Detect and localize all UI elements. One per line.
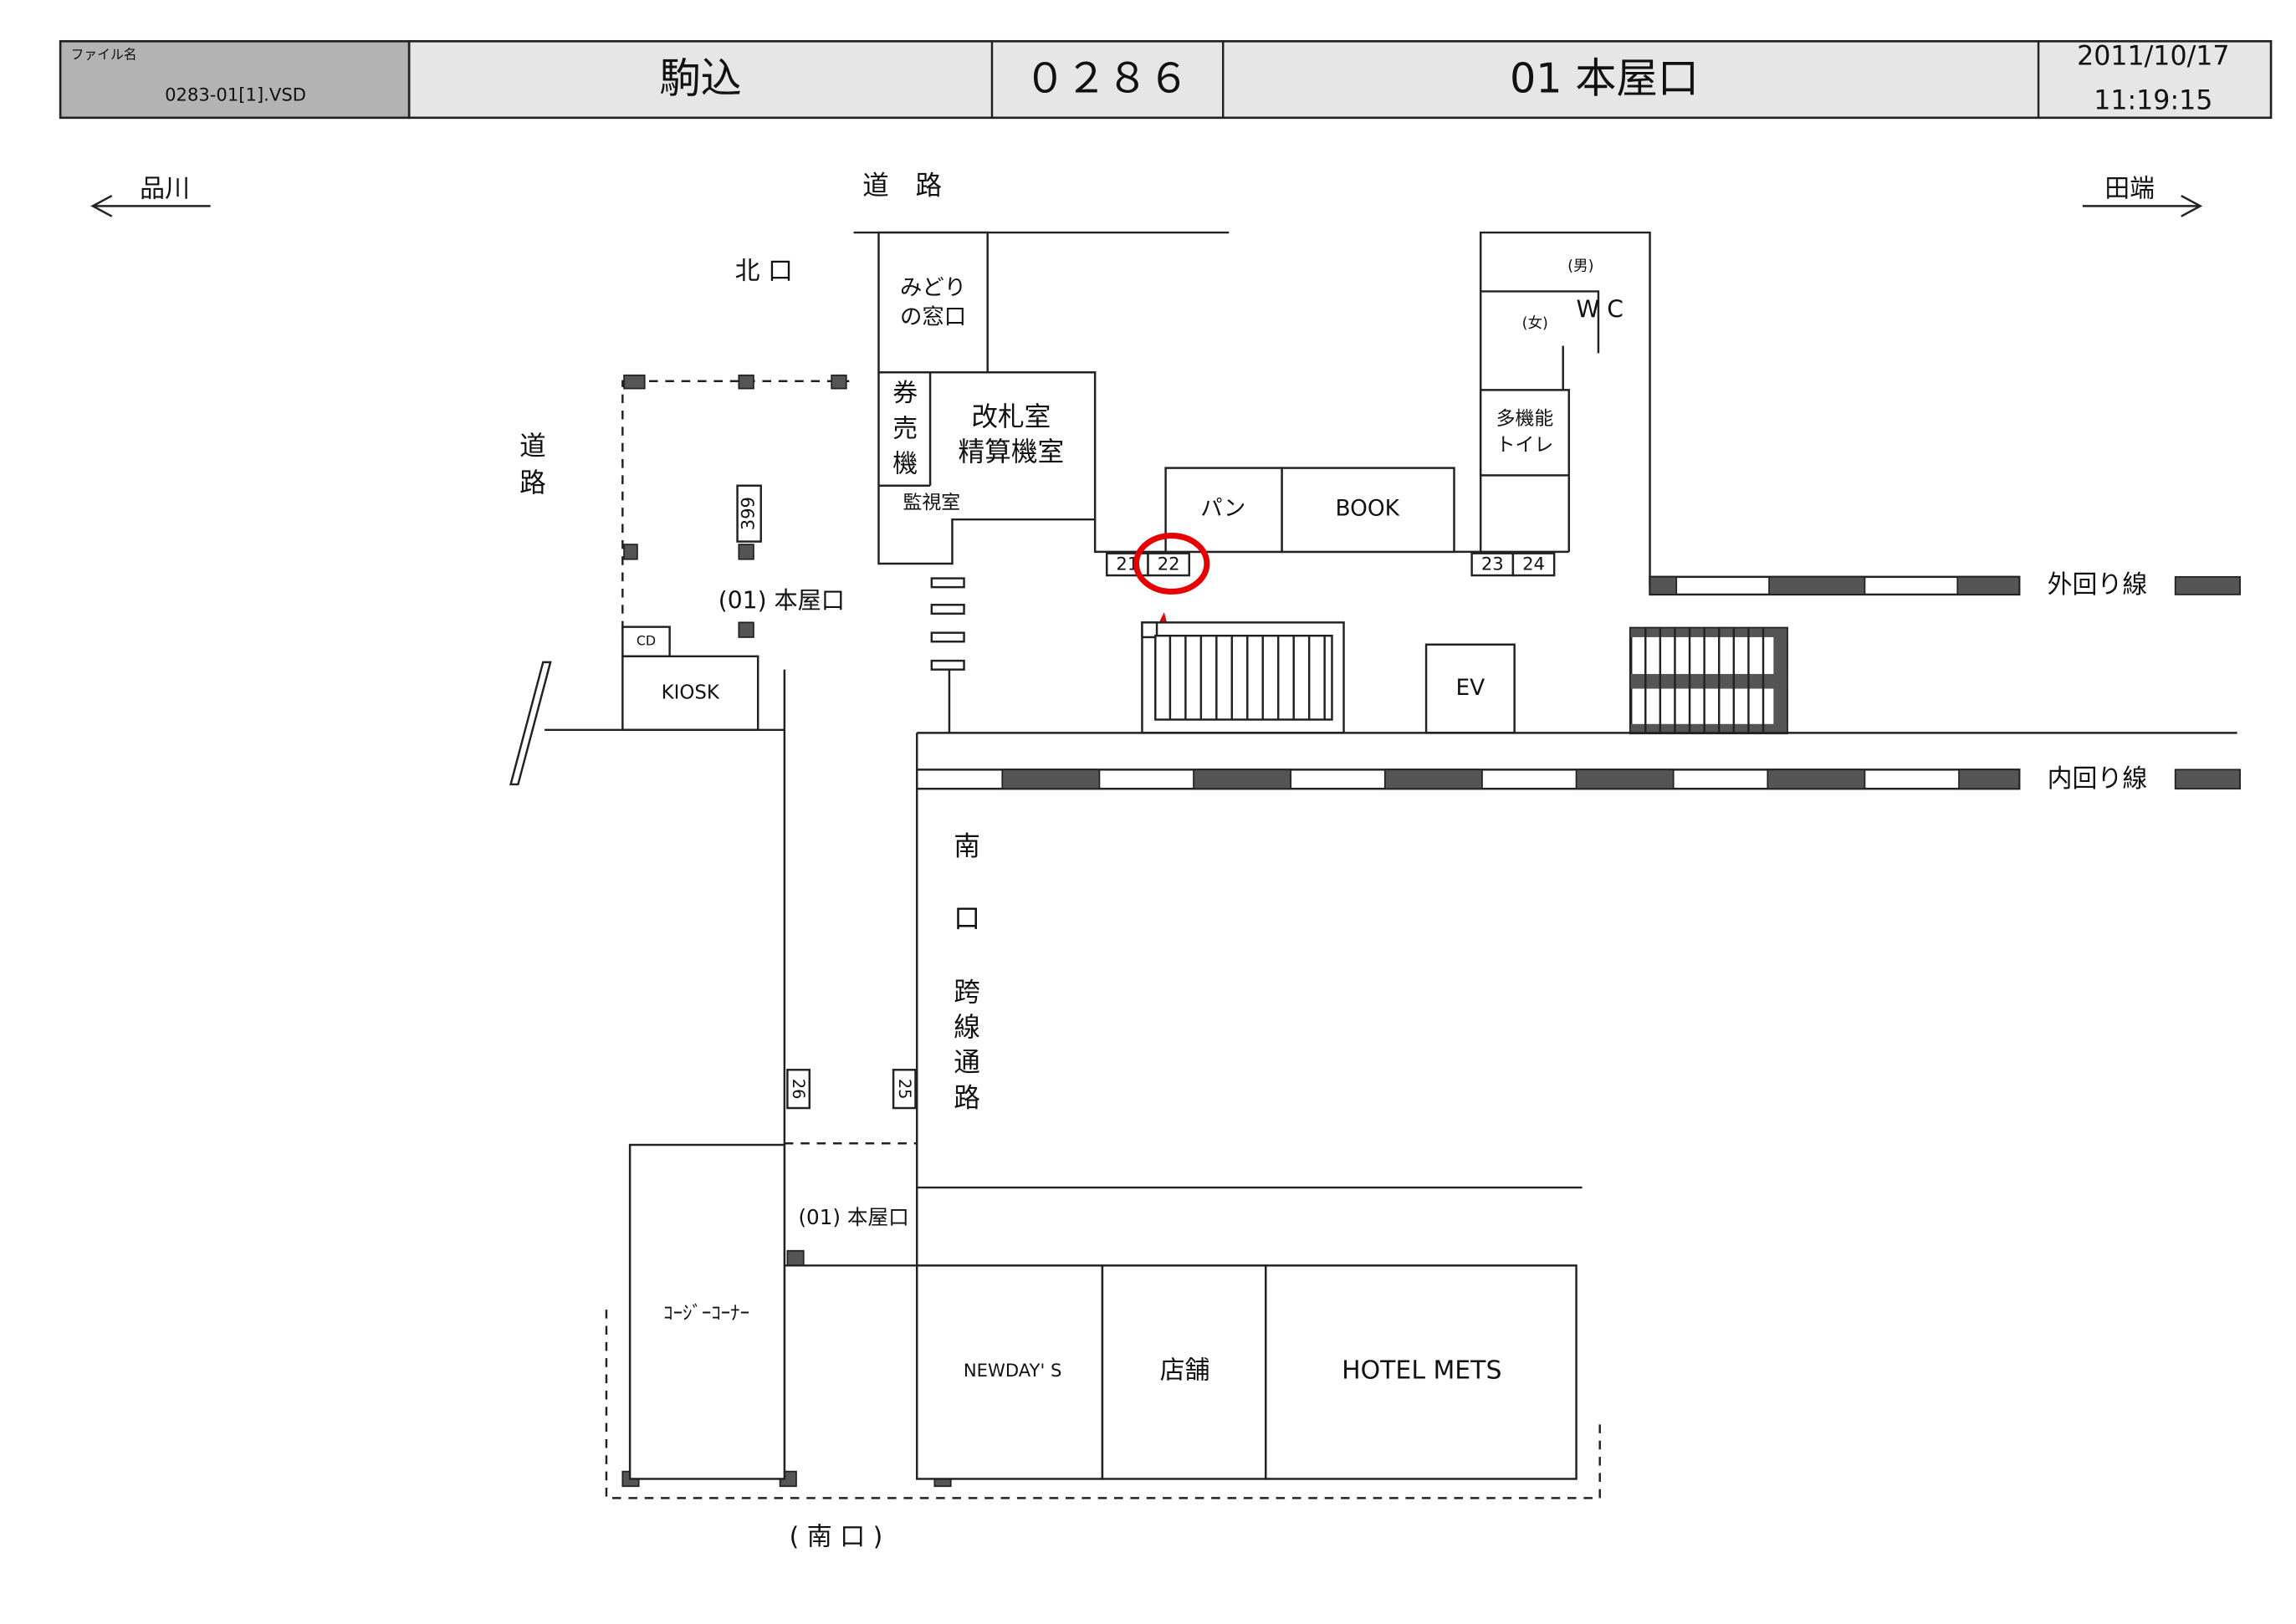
- gate-22: 22: [1147, 552, 1191, 577]
- gate-room-1: 改札室: [971, 402, 1051, 432]
- time: 11:19:15: [2094, 85, 2212, 115]
- midori-label-1: みどり: [900, 275, 966, 300]
- south-bridge-5: 通: [954, 1048, 980, 1078]
- file-label: ファイル名: [70, 46, 136, 62]
- south-exit: ( 南 口 ): [790, 1522, 883, 1551]
- cd-label: CD: [637, 633, 656, 649]
- inner-track: [916, 769, 2242, 790]
- gate-23: 23: [1470, 552, 1515, 577]
- header-bar: ファイル名 0283-01[1].VSD 駒込 ０２８６ 01 本屋口 2011…: [59, 39, 2273, 120]
- shop-label: 店舗: [1160, 1356, 1210, 1386]
- wc-men: (男): [1567, 258, 1593, 275]
- wc-women: (女): [1522, 315, 1548, 332]
- east-direction: 田端: [2104, 175, 2155, 204]
- multi-toilet-1: 多機能: [1496, 408, 1554, 430]
- north-exit: 北 口: [735, 257, 793, 286]
- wall-slash: [509, 661, 552, 786]
- road-left-1: 道: [519, 432, 546, 462]
- cd-machine: [621, 626, 671, 658]
- cozy-corner-label: ｺｰｼﾞｰｺｰﾅｰ: [663, 1303, 749, 1325]
- midori-label-2: の窓口: [900, 305, 966, 330]
- kiosk-label: KIOSK: [662, 682, 720, 703]
- road-left-2: 路: [519, 468, 546, 498]
- south-bridge-6: 路: [954, 1083, 980, 1113]
- gate-21: 21: [1105, 552, 1149, 577]
- exit-label-lower: (01) 本屋口: [798, 1205, 908, 1229]
- road-top: 道 路: [862, 171, 942, 202]
- exit-label-upper: (01) 本屋口: [718, 587, 845, 615]
- midori-window: [877, 231, 989, 374]
- monitor-room: 監視室: [903, 492, 961, 513]
- ticket-machine-2: 売: [892, 414, 918, 443]
- bookstore: [1281, 467, 1455, 554]
- east-arrow-icon: [2082, 194, 2203, 217]
- svg-text:23: 23: [1481, 554, 1504, 575]
- exit-name: 01 本屋口: [1510, 54, 1699, 102]
- inner-line-label: 内回り線: [2048, 764, 2148, 794]
- south-bridge-3: 跨: [954, 978, 980, 1008]
- book-label: BOOK: [1335, 496, 1399, 521]
- gate-room-2: 精算機室: [959, 437, 1065, 467]
- gate-25-label: 25: [895, 1079, 914, 1100]
- station-code: ０２８６: [1025, 54, 1189, 102]
- cozy-corner: [628, 1143, 786, 1480]
- west-direction: 品川: [140, 175, 190, 204]
- newdays-shop: [916, 1264, 1104, 1480]
- ticket-machine-1: 券: [892, 379, 918, 408]
- newdays-label: NEWDAY' S: [964, 1360, 1062, 1381]
- bakery-label: パン: [1200, 496, 1245, 521]
- gate-24: 24: [1511, 552, 1556, 577]
- hotel-mets: [1265, 1264, 1578, 1480]
- multi-toilet: [1479, 389, 1570, 477]
- gate-room-outline: [877, 370, 1097, 565]
- svg-text:24: 24: [1522, 554, 1545, 575]
- right-stairs: [1629, 626, 1788, 735]
- multi-toilet-2: トイレ: [1496, 435, 1554, 457]
- outer-line-label: 外回り線: [2048, 570, 2148, 600]
- west-arrow-icon: [90, 194, 211, 217]
- wc-label: W C: [1576, 295, 1623, 323]
- pillar-399-label: 399: [738, 497, 759, 530]
- pillar-399: [736, 484, 762, 543]
- file-name: 0283-01[1].VSD: [165, 84, 306, 105]
- south-bridge-4: 線: [954, 1013, 980, 1043]
- highlight-circle: [1133, 533, 1210, 595]
- pillars: [621, 374, 952, 1488]
- ev-label: EV: [1455, 676, 1485, 701]
- bollards: [930, 577, 965, 671]
- stairs: [1141, 621, 1345, 734]
- svg-text:22: 22: [1158, 554, 1180, 575]
- shop: [1101, 1264, 1267, 1480]
- gate-26: [786, 1069, 811, 1110]
- south-bridge-1: 南: [954, 832, 980, 862]
- station-name: 駒込: [659, 54, 742, 102]
- hotel-label: HOTEL METS: [1342, 1356, 1501, 1386]
- date: 2011/10/17: [2077, 42, 2229, 72]
- gate-26-label: 26: [789, 1079, 808, 1100]
- outer-track: [1649, 575, 2242, 596]
- south-bridge-2: 口: [954, 904, 980, 934]
- gate-25: [892, 1069, 917, 1110]
- ticket-machine-3: 機: [892, 450, 918, 479]
